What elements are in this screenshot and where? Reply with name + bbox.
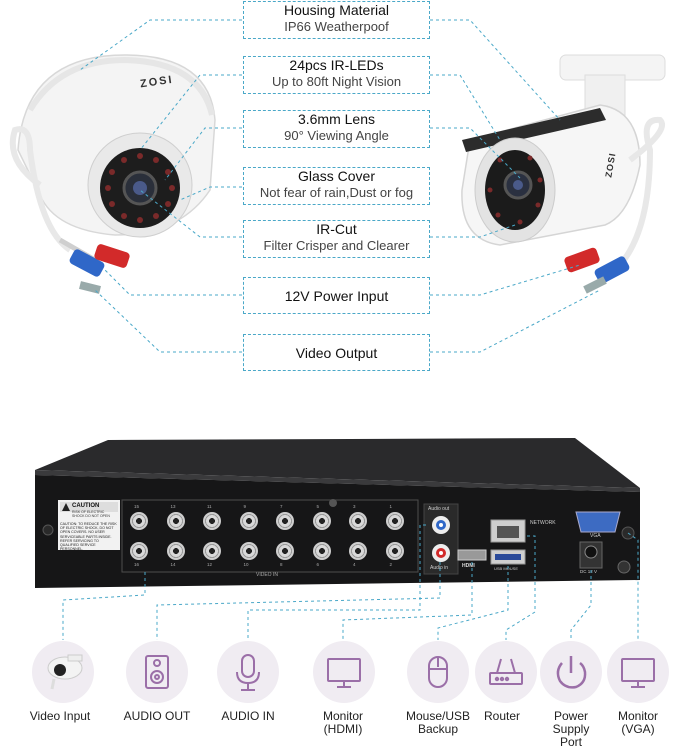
callout-subtitle: 90° Viewing Angle	[284, 128, 389, 143]
bnc-connector	[166, 512, 185, 530]
bnc-channel-number: 15	[134, 504, 140, 509]
bnc-connector	[203, 512, 221, 530]
callout-title: 24pcs IR-LEDs	[289, 57, 384, 73]
port-label-mouse-usb: Mouse/USB Backup	[405, 709, 471, 736]
audio-in-label: Audio in	[430, 565, 449, 571]
callout-subtitle: Up to 80ft Night Vision	[271, 74, 402, 89]
caution-title: CAUTION	[72, 503, 100, 509]
video-in-label: VIDEO IN	[256, 572, 278, 578]
port-icon-mouse-usb	[407, 641, 469, 703]
caution-subtitle: RISK OF ELECTRIC SHOCK DO NOT OPEN	[72, 510, 110, 518]
bnc-channel-number: 14	[170, 562, 176, 567]
caution-text: CAUTION: TO REDUCE THE RISK OF ELECTRIC …	[60, 522, 117, 552]
port-label-monitor-hdmi: Monitor (HDMI)	[322, 709, 363, 736]
callout-title: Glass Cover	[297, 168, 376, 184]
callout-subtitle: Filter Crisper and Clearer	[263, 238, 410, 253]
mouse-icon	[428, 656, 448, 688]
callout-title: 12V Power Input	[284, 288, 389, 304]
port-label-video-input: Video Input	[29, 709, 91, 723]
router-icon	[489, 658, 523, 685]
speaker-icon	[145, 655, 169, 689]
bnc-connector	[130, 542, 148, 560]
callout-title: 3.6mm Lens	[297, 111, 376, 127]
bnc-channel-number: 6	[316, 562, 320, 567]
dc-label: DC 12 V	[580, 569, 598, 574]
bnc-connector	[276, 512, 294, 530]
callout-ir-leds: 24pcs IR-LEDs Up to 80ft Night Vision	[243, 56, 430, 94]
network-label: NETWORK	[530, 520, 556, 526]
bnc-connector-grid: 15 13 11 9 7 5 3 1 16 14 12 10 8 6 4 2	[126, 502, 416, 572]
port-icon-monitor-vga	[607, 641, 669, 703]
vga-label: VGA	[590, 533, 601, 539]
microphone-icon	[236, 654, 260, 691]
callout-title: Video Output	[295, 345, 378, 361]
callout-title: IR-Cut	[316, 221, 357, 237]
port-icon-audio-in	[217, 641, 279, 703]
port-icon-router	[475, 641, 537, 703]
callout-glass-cover: Glass Cover Not fear of rain,Dust or fog	[243, 167, 430, 205]
callout-subtitle: IP66 Weatherpoof	[284, 19, 389, 34]
monitor-icon	[327, 658, 361, 688]
bnc-connector	[385, 542, 404, 560]
bnc-channel-number: 4	[353, 562, 356, 567]
port-icon-video-input	[32, 641, 94, 703]
usb-label: USB MOUSE	[494, 566, 519, 571]
port-label-monitor-vga: Monitor (VGA)	[617, 709, 658, 736]
callout-housing-material: Housing Material IP66 Weatherpoof	[243, 1, 430, 39]
bnc-channel-number: 13	[170, 504, 176, 509]
callout-subtitle: Not fear of rain,Dust or fog	[259, 185, 414, 200]
camera-icon	[47, 654, 83, 690]
callout-lens: 3.6mm Lens 90° Viewing Angle	[243, 110, 430, 148]
bnc-connector	[166, 542, 185, 560]
bnc-channel-number: 2	[389, 562, 393, 567]
bnc-channel-number: 7	[280, 504, 283, 509]
bnc-channel-number: 11	[207, 504, 212, 509]
bnc-connector	[349, 542, 367, 560]
bnc-connector	[385, 512, 404, 530]
bnc-connector	[203, 542, 221, 560]
callout-video-output: Video Output	[243, 334, 430, 371]
bnc-connector	[276, 542, 294, 560]
bnc-channel-number: 3	[353, 504, 356, 509]
bnc-channel-number: 9	[243, 504, 247, 509]
bnc-channel-number: 8	[280, 562, 283, 567]
bnc-channel-number: 1	[389, 504, 393, 509]
bnc-channel-number: 16	[134, 562, 140, 567]
bnc-connector	[239, 512, 258, 530]
bullet-camera	[461, 54, 666, 246]
monitor-icon	[621, 658, 655, 688]
port-label-audio-in: AUDIO IN	[221, 709, 275, 723]
bnc-connector	[312, 512, 331, 530]
bnc-channel-number: 10	[243, 562, 249, 567]
port-label-router: Router	[483, 709, 521, 723]
bnc-connector	[130, 512, 148, 530]
port-label-audio-out: AUDIO OUT	[123, 709, 191, 723]
bnc-connector	[312, 542, 331, 560]
port-icon-audio-out	[126, 641, 188, 703]
bnc-channel-number: 12	[207, 562, 213, 567]
dome-camera	[17, 54, 216, 238]
callout-title: Housing Material	[283, 2, 390, 18]
port-icon-power-supply	[540, 641, 602, 703]
camera-illustration	[9, 19, 666, 353]
callout-ir-cut: IR-Cut Filter Crisper and Clearer	[243, 220, 430, 258]
power-icon	[556, 656, 587, 689]
port-label-power-supply: Power Supply Port	[552, 709, 590, 749]
bnc-connector	[349, 512, 367, 530]
port-icon-monitor-hdmi	[313, 641, 375, 703]
bnc-connector	[239, 542, 258, 560]
bnc-channel-number: 5	[316, 504, 320, 509]
audio-out-label: Audio out	[428, 506, 450, 512]
hdmi-label: HDMI	[462, 563, 475, 569]
callout-power-input: 12V Power Input	[243, 277, 430, 314]
